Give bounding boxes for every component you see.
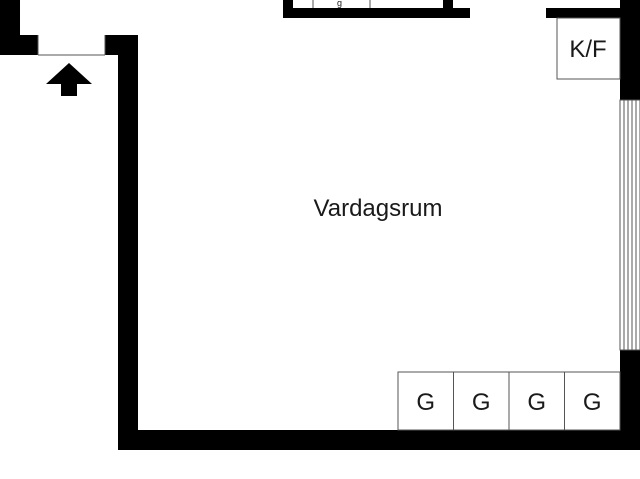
wall-top-closet-bottom (283, 8, 470, 18)
wardrobe-label: G (527, 389, 546, 416)
fridge-freezer-label: K/F (569, 36, 606, 63)
window-frame (619, 99, 640, 351)
wardrobe-box (397, 371, 454, 431)
wardrobe-box (453, 371, 510, 431)
wardrobe-box (564, 371, 621, 431)
wardrobe-label: G (416, 389, 435, 416)
wardrobe-unit: G (564, 371, 621, 431)
wardrobe-unit: G (397, 371, 454, 431)
wall-right-lower (620, 350, 640, 450)
wardrobe-row: G G G G (397, 371, 621, 431)
wardrobe-label: G (472, 389, 491, 416)
entrance-arrow-icon (46, 63, 92, 96)
walls (0, 0, 640, 450)
wall-top-left-horizontal (0, 35, 38, 55)
closet-cut-off-label: g (337, 0, 342, 8)
wardrobe-label: G (583, 389, 602, 416)
wall-top-right (546, 8, 640, 18)
wardrobe-box (508, 371, 565, 431)
wardrobe-unit: G (453, 371, 510, 431)
wall-bottom (118, 430, 640, 450)
wall-right-upper (620, 0, 640, 100)
wardrobe-unit: G (508, 371, 565, 431)
fridge-freezer-box (556, 17, 621, 80)
window-right (619, 99, 640, 351)
room-label: Vardagsrum (314, 195, 443, 222)
fridge-freezer: K/F (556, 17, 621, 80)
wall-left (118, 35, 138, 450)
wall-top-closet-left (283, 0, 293, 18)
wall-top-closet-right (443, 0, 453, 18)
